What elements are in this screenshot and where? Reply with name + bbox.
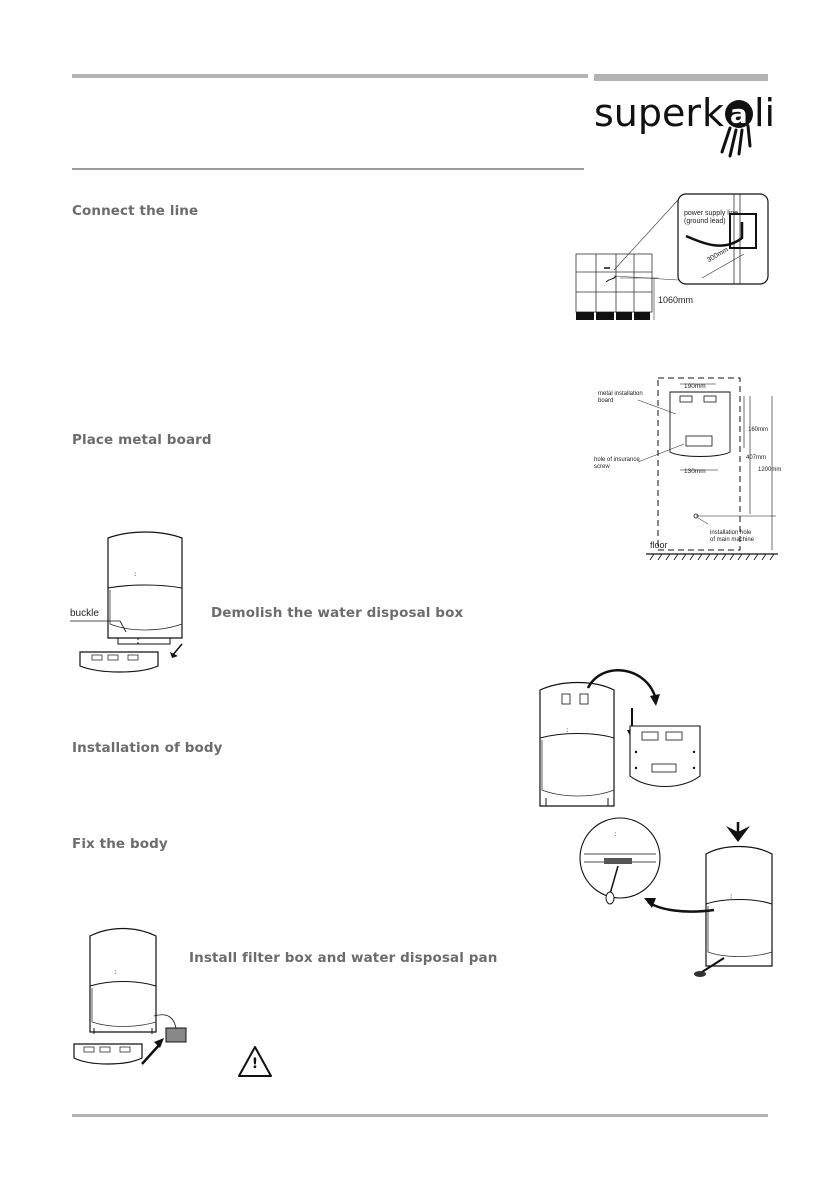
brand-logo: super k a li	[594, 90, 775, 160]
label-power-line-1: power supply line	[684, 210, 739, 217]
label-height-1060: 1060mm	[658, 295, 694, 305]
warning-symbol: !	[251, 1056, 259, 1072]
water-disposal-pan	[73, 1043, 143, 1065]
logo-graphic: super k a li	[594, 91, 775, 158]
header-sub-rule	[72, 168, 584, 170]
svg-text::: :	[730, 892, 732, 900]
dryer-body	[89, 927, 157, 1033]
svg-text::: :	[566, 726, 568, 734]
footer-rule	[72, 1114, 768, 1117]
label-power-line-2: (ground lead)	[684, 218, 726, 225]
logo-text-right: li	[754, 91, 772, 135]
figure-connect-line: power supply line (ground lead) 300mm 10…	[574, 192, 774, 322]
label-floor: floor	[650, 540, 668, 550]
machine-outline	[657, 377, 741, 551]
figure-demolish-box: : buckle	[70, 528, 190, 678]
metal-board-shape	[669, 391, 731, 457]
svg-text::: :	[614, 830, 616, 838]
label-height-160: 160mm	[748, 427, 769, 433]
label-machine-2: of main machine	[710, 537, 755, 543]
label-board-2: board	[598, 398, 614, 404]
heading-install-filter: Install filter box and water disposal pa…	[189, 950, 498, 966]
heading-fix-body: Fix the body	[72, 836, 168, 852]
floor-tiles	[576, 312, 650, 320]
svg-text::: :	[134, 570, 136, 578]
header-rule-right	[594, 74, 768, 81]
dryer-body	[705, 845, 773, 967]
logo-fingers	[720, 124, 752, 158]
warning-icon: !	[236, 1044, 274, 1080]
label-height-1200: 1200mm	[758, 467, 782, 473]
heading-place-board: Place metal board	[72, 432, 212, 448]
filter-box	[165, 1027, 187, 1043]
header-rule-left	[72, 74, 588, 78]
figure-fix-body: : :	[574, 817, 784, 984]
label-screw-2: screw	[594, 464, 610, 470]
label-machine-1: installation hole	[710, 530, 752, 536]
label-screw-1: hole of insurance	[594, 457, 640, 463]
logo-letter-a: a	[730, 100, 748, 130]
label-width-130: 130mm	[684, 468, 706, 475]
water-disposal-box	[79, 651, 159, 673]
svg-text::: :	[114, 968, 116, 976]
logo-text-left: super	[594, 91, 701, 135]
dryer-body	[539, 681, 615, 807]
label-buckle: buckle	[70, 608, 99, 619]
heading-demolish-box: Demolish the water disposal box	[211, 605, 464, 621]
callout-box	[677, 193, 769, 285]
figure-metal-board: metal installation board 190mm 160mm hol…	[580, 374, 782, 564]
wall-grid	[575, 253, 653, 313]
floor-hatching	[649, 553, 775, 561]
metal-board	[629, 725, 701, 787]
figure-install-body: :	[532, 668, 712, 813]
label-board-1: metal installation	[598, 391, 643, 397]
label-height-407: 407mm	[746, 455, 767, 461]
logo-hand-circle	[725, 100, 753, 128]
heading-install-body: Installation of body	[72, 740, 223, 756]
figure-install-filter: :	[70, 924, 200, 1074]
logo-letter-k: k	[702, 91, 724, 135]
heading-connect-line: Connect the line	[72, 203, 199, 219]
label-width-190: 190mm	[684, 383, 706, 390]
